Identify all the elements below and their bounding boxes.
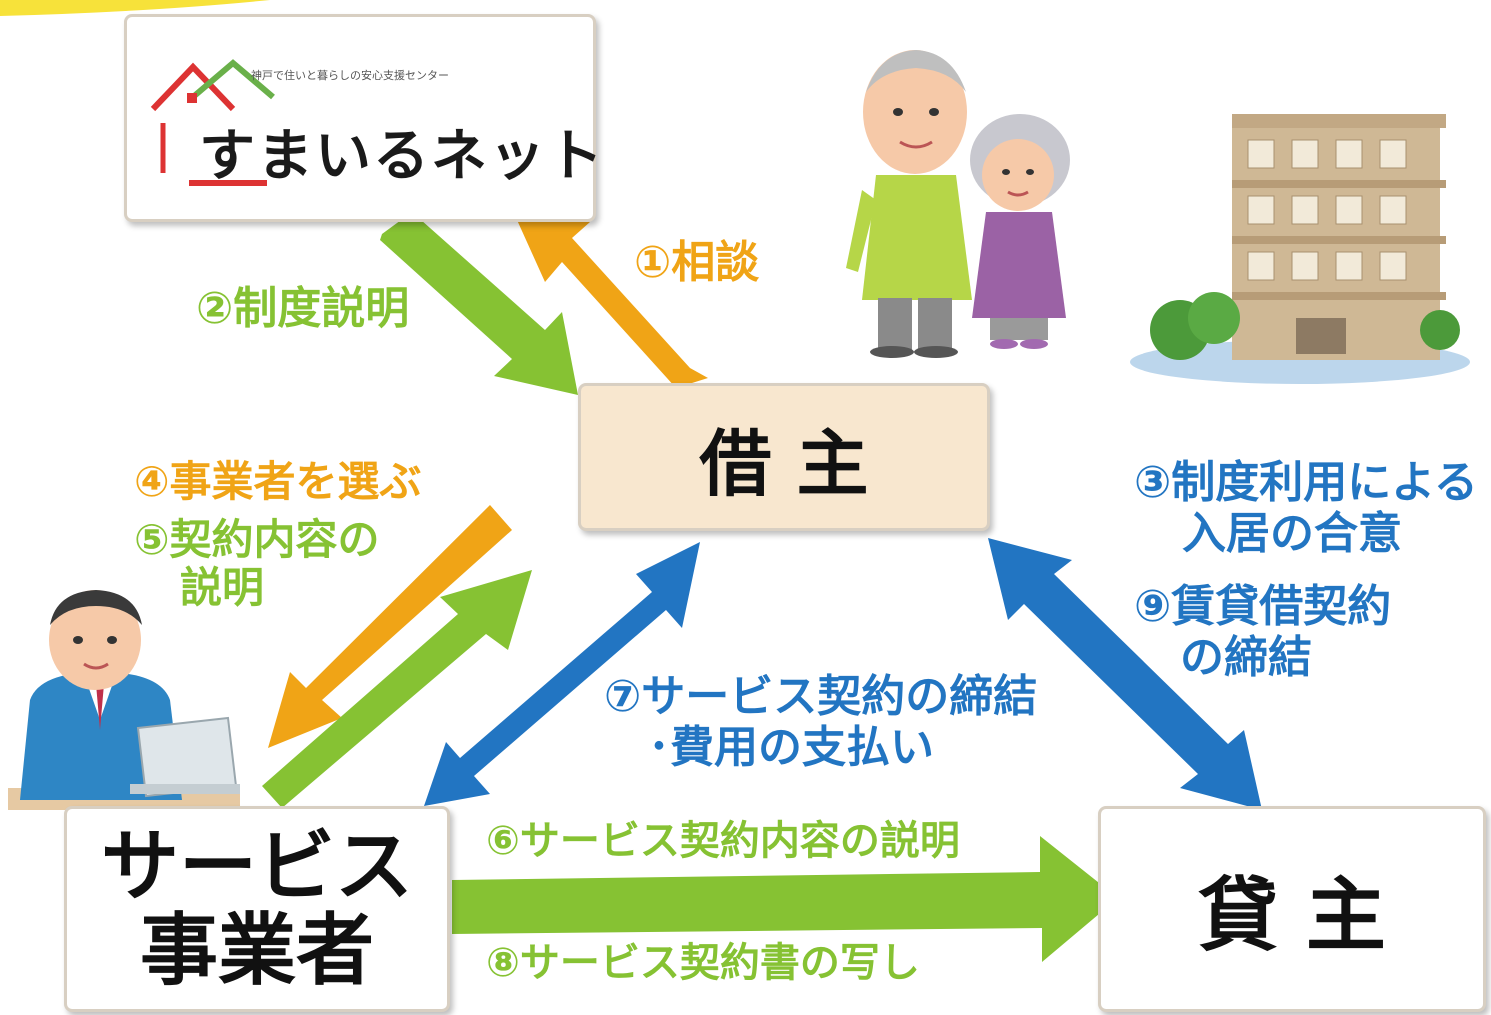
service-provider-box [64,806,450,1012]
service-provider-person-illustration [8,590,240,810]
arrow-step2-policy-explanation [380,212,578,395]
logo-tagline: 神戸で住いと暮らしの安心支援センター [251,69,449,82]
apartment-building-illustration [1130,114,1470,384]
step3-label-line1: ③制度利用による [1134,457,1478,508]
step7-label-line1: ⑦サービス契約の締結 [604,671,1038,722]
elderly-couple-illustration [846,50,1070,358]
landlord-label: 貸 主 [1198,869,1386,962]
step5-label-line2: 説明 [180,563,265,613]
service-provider-label: サービス 事業者 [64,806,450,1012]
step1-label: ①相談 [634,237,760,288]
service-provider-label-line2: 事業者 [139,906,374,996]
house-logo-icon [150,59,275,186]
step9-label-line1: ⑨賃貸借契約 [1134,581,1392,632]
step4-label: ④事業者を選ぶ [134,457,422,506]
step7-label: ⑦サービス契約の締結 ･費用の支払い [604,671,1038,773]
service-provider-label-line1: サービス [100,821,413,912]
step9-label-line2: の締結 [1180,631,1312,683]
arrow-step4-5-select-provider [268,505,512,748]
step6-label: ⑥サービス契約内容の説明 [486,818,960,864]
arrow-step7-service-contract [424,542,700,806]
corner-highlight [0,0,270,16]
arrow-step6-8-contract-copy [452,836,1118,962]
step3-label-line2: 入居の合意 [1182,507,1402,559]
arrow-step1-consultation [508,200,708,388]
logo-name: すまいるネット [199,124,605,189]
arrow-step3-9-lease-agreement [988,538,1262,810]
step8-label: ⑧サービス契約書の写し [486,940,920,986]
logo-box: 神戸で住いと暮らしの安心支援センター すまいるネット [124,14,603,222]
arrow-step4-5-return [262,570,532,808]
step5-label: ⑤契約内容の 説明 [134,515,380,613]
step9-label: ⑨賃貸借契約 の締結 [1134,581,1392,683]
step2-label: ②制度説明 [196,283,410,334]
borrower-label: 借 主 [699,421,869,506]
step7-label-line2: ･費用の支払い [648,721,934,773]
step5-label-line1: ⑤契約内容の [134,515,380,564]
borrower-box [578,383,990,531]
step3-label: ③制度利用による 入居の合意 [1134,457,1478,559]
landlord-box [1098,806,1486,1012]
